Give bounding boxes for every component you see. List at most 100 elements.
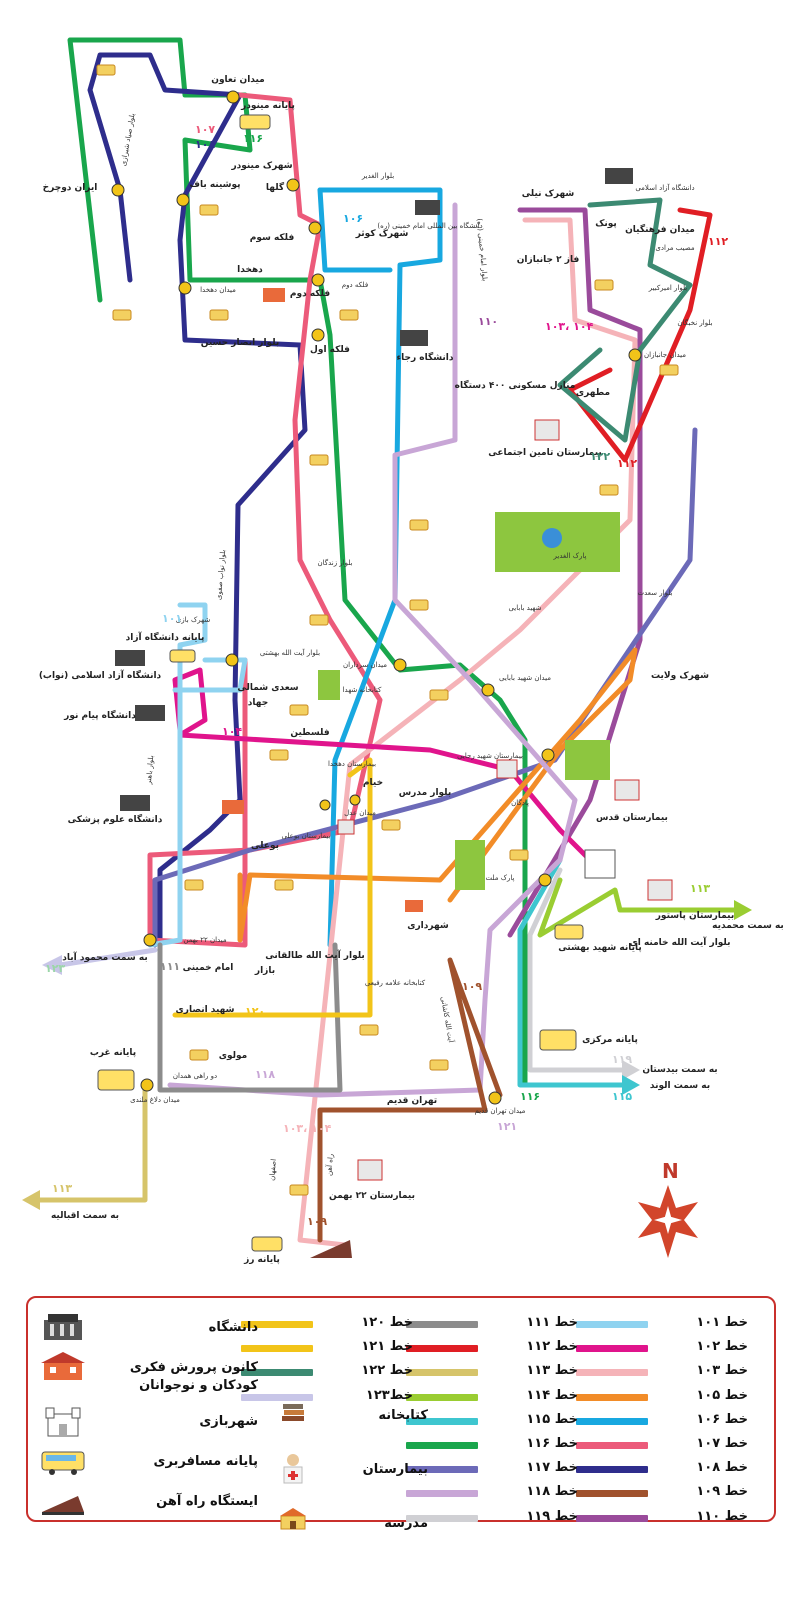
legend-symbol-row: دانشگاه (38, 1308, 258, 1348)
stop-azad (225, 653, 239, 667)
tag-111: ۱۱۱ (160, 960, 180, 973)
legend-symbol-row: بیمارستان (278, 1444, 428, 1498)
label-shahrak-minoodar: شهرک مینودر (230, 161, 292, 171)
legend-line-row: خط ۱۰۲ (568, 1336, 748, 1360)
route-118 (167, 202, 578, 1098)
label-iran-dochar: ایران دوچرخ (43, 183, 98, 193)
label-payam-noor: دانشگاه پیام نور (63, 709, 136, 721)
label-shahid-babaei: شهید بابایی (508, 604, 541, 612)
label-hospital-booali: بیمارستان بوعلی (282, 832, 331, 840)
legend-line-label: خط ۱۲۰ (361, 1315, 413, 1330)
legend-symbol-row: شهربازی (38, 1402, 258, 1442)
tag-121: ۱۲۱ (497, 1120, 517, 1133)
park-mellat (455, 840, 485, 890)
legend-line-row: خط ۱۰۸ (568, 1457, 748, 1481)
label-hospital-tamin: بیمارستان تامین اجتماعی (488, 448, 602, 458)
label-rahahan: راه آهن (324, 1153, 335, 1176)
stop-22bahman (143, 933, 157, 947)
legend-symbol-label: کانون پرورش فکری (129, 1360, 258, 1375)
legend-line-swatch (576, 1490, 648, 1498)
legend-line-swatch (406, 1417, 478, 1425)
label-univ-imam: دانشگاه بین المللی امام خمینی (ره) (377, 221, 482, 230)
route-103 (297, 217, 638, 1248)
label-blvd-bahonar: بلوار باهنر (145, 755, 156, 786)
legend-line-label: خط ۱۱۳ (526, 1363, 578, 1379)
legend-line-label: خط ۱۱۴ (526, 1387, 578, 1403)
label-pooshineh: پوشینه باف (189, 180, 240, 190)
tag-109: ۱۰۹ (462, 980, 482, 993)
legend-line-label: خط ۱۰۳ (696, 1363, 748, 1379)
legend-line-row: خط ۱۱۰ (568, 1506, 748, 1530)
legend-line-row: خط ۱۰۳ (568, 1360, 748, 1384)
legend-symbol-label: مدرسه (384, 1516, 428, 1531)
label-blvd-beheshti: بلوار آیت الله بهشتی (260, 648, 320, 657)
legend-symbol-label: دانشگاه (208, 1320, 258, 1335)
label-to-bidestan: به سمت بیدستان (642, 1065, 717, 1075)
route-112 (567, 207, 713, 463)
route-122 (557, 197, 693, 443)
legend-line-swatch (406, 1393, 478, 1401)
legend-line-swatch (241, 1393, 313, 1401)
route-113 (27, 1082, 148, 1203)
label-to-mohammadieh: به سمت محمدیه (712, 921, 784, 931)
label-saadi: سعدی شمالی (237, 683, 298, 693)
label-park-ghadir: پارک الغدیر (553, 552, 587, 560)
legend-line-label: خط ۱۰۱ (696, 1315, 748, 1330)
tag-118: ۱۱۸ (255, 1068, 275, 1081)
legend-line-swatch (406, 1466, 478, 1474)
legend-line-label: خط ۱۰۵ (696, 1387, 748, 1403)
legend-line-label: خط ۱۱۲ (526, 1339, 578, 1355)
bus-route-map: N میدان تعاون پایانه مینودر شهرک مینودر … (22, 37, 784, 1265)
tag-119: ۱۱۹ (612, 1053, 632, 1066)
tag-112b: ۱۱۲ (617, 457, 637, 470)
stop-dehkhoda (178, 281, 192, 295)
arrow-119 (622, 1060, 640, 1080)
legend-line-label: خط ۱۱۱ (526, 1315, 578, 1330)
legend-line-swatch (576, 1393, 648, 1401)
label-payane-azad: پایانه دانشگاه آزاد (126, 631, 205, 643)
legend-line-label: خط ۱۱۷ (526, 1460, 578, 1476)
legend-symbol-label: ایستگاه راه آهن (156, 1494, 258, 1509)
label-masib: مصیب مرادی (655, 244, 694, 252)
legend-line-swatch (576, 1466, 648, 1474)
legend-symbol-row: کودکان و نوجوانان (38, 1378, 258, 1402)
tag-101: ۱۰۱ (162, 612, 182, 625)
tag-122: ۱۲۲ (590, 450, 610, 463)
label-falake-sevom: فلکه سوم (250, 233, 295, 243)
stop-falake3 (308, 221, 322, 235)
label-falake-aval: فلکه اول (310, 345, 350, 355)
legend-line-row: خط۱۲۳ (233, 1385, 413, 1409)
label-shahrdari: شهرداری (407, 921, 449, 931)
north-compass (638, 1185, 698, 1258)
tag-103b: ۱۰۳، ۱۰۴ (283, 1122, 332, 1135)
label-shahrak-nilou: شهرک نیلی (522, 189, 575, 199)
legend-line-swatch (406, 1441, 478, 1449)
legend-line-swatch (576, 1417, 648, 1425)
label-meydan-22bahman: میدان ۲۲ بهمن (183, 936, 226, 944)
label-hospital-pasteur: بیمارستان پاستور (655, 911, 734, 921)
route-109 (317, 957, 503, 1243)
label-payane-beheshti: پایانه شهید بهشتی (558, 943, 642, 953)
route-115 (517, 857, 628, 1088)
legend-line-row: خط ۱۰۵ (568, 1385, 748, 1409)
university-icon (115, 168, 633, 811)
label-blvd-sayad: بلوار صیاد شیرازی (119, 113, 136, 167)
legend-line-swatch (241, 1345, 313, 1353)
tag-113b: ۱۱۳ (52, 1182, 72, 1195)
label-payane-gharb: پایانه غرب (90, 1048, 136, 1058)
legend-symbol-row: پایانه مسافربری (38, 1442, 258, 1482)
tag-113: ۱۱۳ (690, 882, 710, 895)
park-velayat (565, 740, 610, 780)
stop-falake2 (311, 273, 325, 287)
legend-line-row: خط ۱۱۴ (398, 1385, 578, 1409)
tag-120: ۱۲۰ (245, 1005, 265, 1018)
legend-line-swatch (406, 1321, 478, 1328)
legend-line-label: خط ۱۰۸ (696, 1460, 748, 1476)
label-to-eghbalieh: به سمت اقبالیه (51, 1211, 119, 1221)
amusement-park-icon (584, 849, 616, 879)
legend-symbol-row: مدرسه (278, 1498, 428, 1552)
route-101 (147, 602, 208, 948)
legend-line-swatch (406, 1345, 478, 1353)
legend-symbol-row: کتابخانه (278, 1390, 428, 1444)
